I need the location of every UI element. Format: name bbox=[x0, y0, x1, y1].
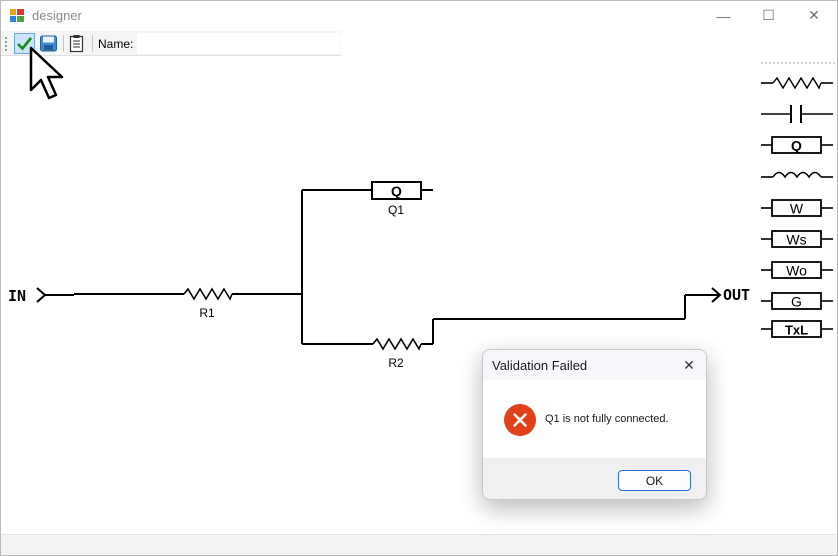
maximize-icon: ☐ bbox=[762, 6, 775, 23]
output-terminal-chevron[interactable] bbox=[711, 287, 722, 303]
toolbar-separator bbox=[63, 35, 64, 52]
palette-item-warburg-short-label: Ws bbox=[786, 232, 806, 248]
toolbar-separator bbox=[92, 35, 93, 52]
palette-item-warburg-label: W bbox=[790, 201, 804, 217]
close-button[interactable]: ✕ bbox=[791, 0, 837, 30]
save-button[interactable] bbox=[38, 33, 59, 54]
input-terminal-label: IN bbox=[8, 287, 26, 305]
dialog-close-button[interactable]: ✕ bbox=[672, 350, 706, 380]
window-title: designer bbox=[32, 8, 82, 23]
palette-items: Q W Ws bbox=[761, 62, 835, 338]
resistor-r2[interactable] bbox=[372, 337, 422, 351]
validation-dialog: Validation Failed ✕ Q1 is not fully conn… bbox=[482, 349, 707, 500]
palette-item-warburg-open-label: Wo bbox=[786, 263, 807, 279]
dialog-title-bar[interactable]: Validation Failed ✕ bbox=[483, 350, 706, 380]
component-q1-symbol: Q bbox=[391, 183, 402, 199]
output-terminal-label: OUT bbox=[723, 286, 750, 304]
palette-item-capacitor[interactable] bbox=[761, 105, 833, 123]
component-label-q1: Q1 bbox=[388, 203, 404, 217]
palette-item-transmission-line[interactable] bbox=[761, 320, 833, 338]
palette-item-warburg-short[interactable] bbox=[761, 230, 833, 248]
maximize-button[interactable]: ☐ bbox=[746, 0, 791, 30]
minimize-icon: — bbox=[716, 8, 731, 24]
palette-item-gerischer[interactable] bbox=[761, 292, 833, 310]
circuit-canvas[interactable]: IN R1 Q Q1 R2 OUT bbox=[1, 1, 837, 534]
status-bar bbox=[1, 534, 837, 555]
toolbar: Name: bbox=[1, 31, 341, 56]
input-terminal-chevron[interactable] bbox=[36, 287, 47, 303]
palette-item-transmission-line-label: TxL bbox=[785, 323, 808, 338]
clipboard-icon bbox=[69, 35, 84, 53]
component-palette: Q W Ws bbox=[759, 58, 837, 344]
close-icon: ✕ bbox=[808, 6, 820, 23]
component-label-r2: R2 bbox=[388, 356, 404, 370]
save-icon bbox=[40, 35, 57, 52]
dialog-body: Q1 is not fully connected. bbox=[483, 380, 706, 458]
app-icon bbox=[10, 9, 24, 22]
clipboard-button[interactable] bbox=[66, 33, 87, 54]
ok-button[interactable]: OK bbox=[618, 470, 691, 491]
name-input[interactable] bbox=[137, 33, 340, 54]
toolbar-grip[interactable] bbox=[5, 37, 7, 51]
dialog-message: Q1 is not fully connected. bbox=[545, 413, 669, 425]
close-icon: ✕ bbox=[683, 356, 695, 373]
check-icon bbox=[17, 37, 33, 51]
error-icon bbox=[504, 404, 536, 436]
name-label: Name: bbox=[98, 37, 134, 51]
palette-item-gerischer-label: G bbox=[791, 294, 802, 310]
component-label-r1: R1 bbox=[199, 306, 215, 320]
mouse-cursor-icon bbox=[29, 46, 64, 100]
palette-item-warburg-open[interactable] bbox=[761, 261, 833, 279]
dialog-title: Validation Failed bbox=[492, 358, 588, 373]
palette-item-cpe[interactable] bbox=[761, 136, 833, 154]
palette-item-cpe-label: Q bbox=[791, 138, 802, 154]
minimize-button[interactable]: — bbox=[701, 1, 746, 31]
palette-item-warburg[interactable] bbox=[761, 199, 833, 217]
dialog-footer: OK bbox=[483, 458, 706, 499]
title-bar[interactable]: designer — bbox=[1, 1, 837, 31]
palette-item-resistor[interactable] bbox=[761, 76, 833, 90]
resistor-r1[interactable] bbox=[183, 287, 233, 301]
palette-item-inductor[interactable] bbox=[761, 171, 833, 179]
